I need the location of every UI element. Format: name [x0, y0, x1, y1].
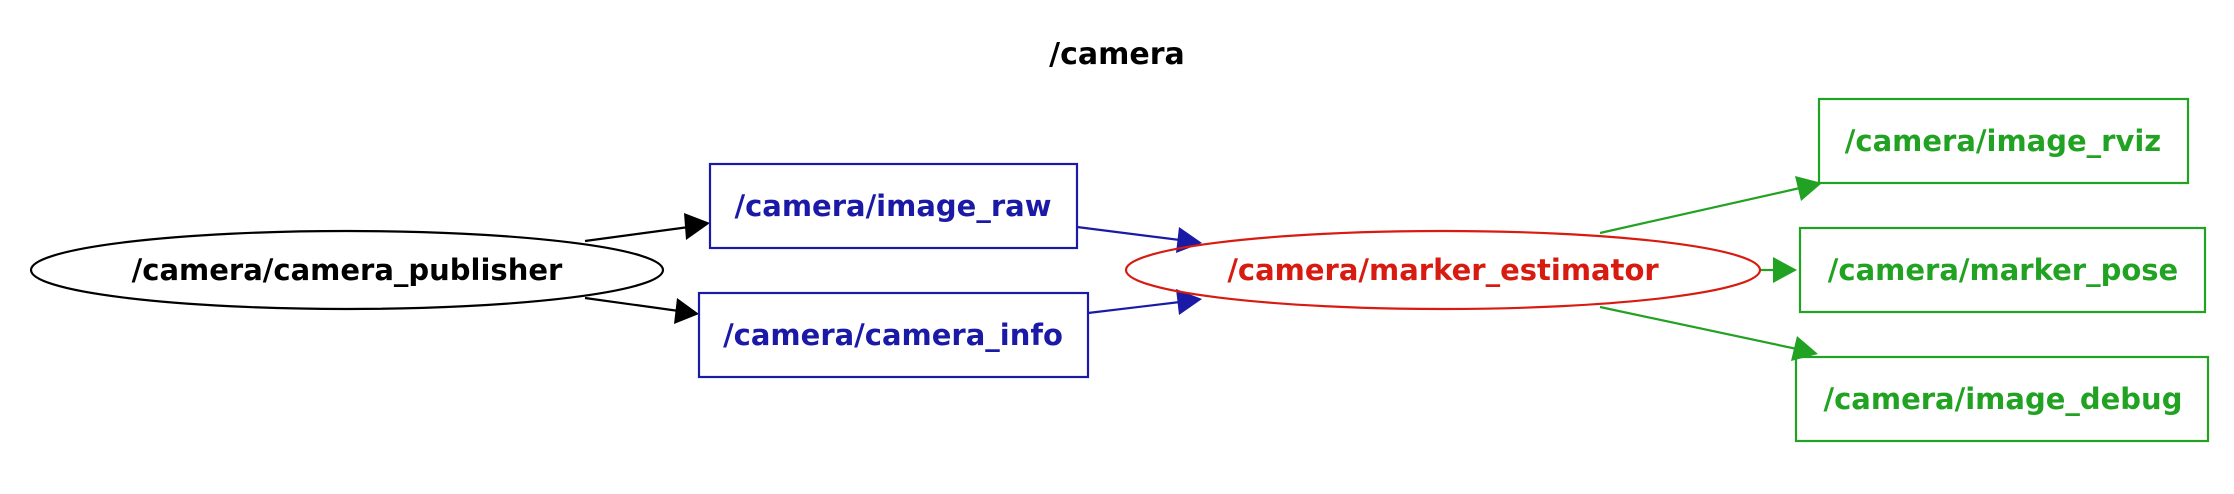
- edge-publisher-to-camera-info: [584, 296, 680, 313]
- edge-arrowhead-image-raw-to-estimator: [1176, 227, 1202, 253]
- topic-image-rviz[interactable]: /camera/image_rviz: [1817, 97, 2190, 185]
- topic-image-rviz-label: /camera/image_rviz: [1845, 124, 2161, 158]
- topic-image-debug[interactable]: /camera/image_debug: [1794, 355, 2210, 443]
- topic-marker-pose-box: [1798, 226, 2207, 314]
- topic-image-debug-box: [1794, 355, 2210, 443]
- edge-arrowhead-estimator-to-image-debug: [1791, 336, 1818, 361]
- edge-publisher-to-image-raw: [584, 225, 690, 243]
- node-marker-estimator[interactable]: /camera/marker_estimator: [1124, 229, 1762, 311]
- edges-group: [584, 176, 1822, 361]
- edge-arrowhead-estimator-to-image-rviz: [1795, 176, 1822, 201]
- topic-camera-info-box: [697, 291, 1090, 379]
- graph-title: /camera: [1049, 37, 1185, 72]
- topic-camera-info-label: /camera/camera_info: [723, 318, 1063, 352]
- topic-image-debug-label: /camera/image_debug: [1824, 382, 2183, 416]
- edge-arrowhead-publisher-to-camera-info: [674, 298, 699, 324]
- node-marker-estimator-label: /camera/marker_estimator: [1227, 253, 1659, 287]
- topic-image-raw-label: /camera/image_raw: [734, 189, 1051, 223]
- node-marker-estimator-shape: [1124, 229, 1762, 311]
- edge-arrowhead-publisher-to-image-raw: [684, 213, 710, 240]
- topic-camera-info[interactable]: /camera/camera_info: [697, 291, 1090, 379]
- topic-marker-pose-label: /camera/marker_pose: [1828, 253, 2178, 287]
- topic-image-rviz-box: [1817, 97, 2190, 185]
- topic-image-raw[interactable]: /camera/image_raw: [708, 162, 1079, 250]
- edge-estimator-to-image-debug: [1599, 305, 1798, 351]
- edge-arrowhead-camera-info-to-estimator: [1176, 289, 1202, 315]
- node-camera-publisher-shape: [29, 229, 665, 311]
- edge-estimator-to-image-rviz: [1599, 186, 1801, 235]
- edge-image-raw-to-estimator: [1076, 225, 1181, 242]
- node-camera-publisher[interactable]: /camera/camera_publisher: [29, 229, 665, 311]
- edge-camera-info-to-estimator: [1087, 300, 1181, 315]
- topic-image-raw-box: [708, 162, 1079, 250]
- topic-marker-pose[interactable]: /camera/marker_pose: [1798, 226, 2207, 314]
- edge-arrowhead-estimator-to-marker-pose: [1773, 257, 1797, 283]
- node-camera-publisher-label: /camera/camera_publisher: [132, 253, 563, 287]
